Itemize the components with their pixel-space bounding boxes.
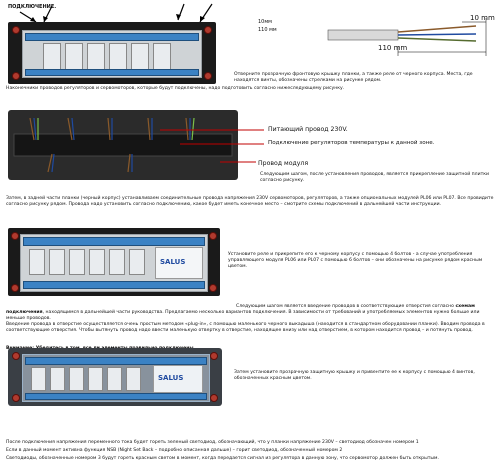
- relay: [43, 43, 61, 71]
- figure-board-relay: SALUS: [8, 228, 220, 296]
- arrow-icon: [200, 16, 205, 22]
- screw-icon: [12, 394, 20, 402]
- dim-label-bottom: 110 мм: [258, 27, 277, 33]
- relay: [50, 367, 65, 391]
- cable-strip-diagram: [327, 18, 487, 56]
- step1-text2: Наконечники проводов регуляторов и серво…: [6, 86, 345, 91]
- step3-lead-text: Следующим шагом является введение провод…: [236, 304, 454, 309]
- terminal-strip: [25, 393, 207, 400]
- relay: [109, 249, 125, 275]
- relay: [87, 43, 105, 71]
- salus-logo: SALUS: [160, 258, 186, 266]
- relay: [65, 43, 83, 71]
- relay: [129, 249, 145, 275]
- control-module: SALUS: [155, 247, 203, 279]
- figure-wiring: [8, 110, 238, 180]
- dim-label-top: 10мм: [258, 19, 272, 25]
- dim-10mm: 10 mm: [470, 14, 495, 22]
- screw-icon: [12, 72, 20, 80]
- screw-icon: [204, 72, 212, 80]
- footer-line2: Если в данный момент активна функция NSB…: [6, 448, 343, 453]
- step3-text: Установите реле и прикрепите его к черно…: [228, 252, 483, 269]
- terminal-strip: [25, 33, 199, 41]
- terminal-strip: [25, 357, 207, 365]
- relay: [153, 43, 171, 71]
- dim-110mm: 110 mm: [378, 44, 408, 52]
- step3-para2: Введение провода в отверстие осуществляе…: [6, 322, 485, 333]
- page-heading: ПОДКЛЮЧЕНИЕ.: [8, 4, 57, 10]
- relay: [49, 249, 65, 275]
- relay: [88, 367, 103, 391]
- footer-line1: После подключения напряжения переменного…: [6, 440, 419, 445]
- screw-icon: [11, 232, 19, 240]
- terminal-strip: [23, 281, 205, 289]
- callout-power: Питающий провод 230V.: [268, 126, 348, 133]
- step3-lead-rest: , находящимся в дальнейшей части руковод…: [6, 310, 480, 321]
- footer-line3: Светодиоды, обозначенные номером 3 будут…: [6, 456, 439, 461]
- screw-icon: [12, 26, 20, 34]
- relay: [131, 43, 149, 71]
- relay: [107, 367, 122, 391]
- relay: [126, 367, 141, 391]
- screw-icon: [209, 284, 217, 292]
- callout-module: Провод модуля: [258, 160, 309, 167]
- screw-icon: [11, 284, 19, 292]
- screw-icon: [12, 352, 20, 360]
- relay: [109, 43, 127, 71]
- step3-lead-bold: схемам подключения: [6, 304, 475, 315]
- arrow-icon: [176, 14, 181, 20]
- screw-icon: [210, 394, 218, 402]
- terminal-strip: [23, 237, 205, 246]
- control-module: SALUS: [153, 365, 203, 393]
- step2-para: Затем, в задней части планки (черный кор…: [6, 196, 494, 207]
- relay: [89, 249, 105, 275]
- arrow-icon: [43, 16, 48, 22]
- step3-lead: Следующим шагом является введение провод…: [6, 304, 496, 322]
- figure-board-top: [8, 22, 216, 84]
- circuit-board: SALUS: [20, 234, 208, 292]
- arrow-icon: [30, 17, 36, 22]
- callout-lines: [160, 129, 264, 163]
- step1-text: Отверните прозрачную фронтовую крышку пл…: [234, 72, 473, 83]
- screw-icon: [209, 232, 217, 240]
- relay: [69, 367, 84, 391]
- relay: [29, 249, 45, 275]
- wiring-cables: [13, 117, 233, 173]
- transparent-cover: SALUS: [22, 354, 210, 402]
- callout-regulators: Подключение регуляторов температуры к да…: [268, 140, 435, 146]
- screw-arrows: [19, 3, 213, 23]
- step4-text: Затем установите прозрачную защитную кры…: [234, 370, 475, 381]
- step2-text: Следующим шагом, после установления пров…: [260, 172, 490, 183]
- figure-covered-board: SALUS: [8, 348, 222, 406]
- relay: [69, 249, 85, 275]
- terminal-strip: [25, 69, 199, 76]
- screw-icon: [204, 26, 212, 34]
- screw-icon: [210, 352, 218, 360]
- circuit-board: [22, 30, 202, 78]
- salus-logo: SALUS: [158, 374, 184, 382]
- relay: [31, 367, 46, 391]
